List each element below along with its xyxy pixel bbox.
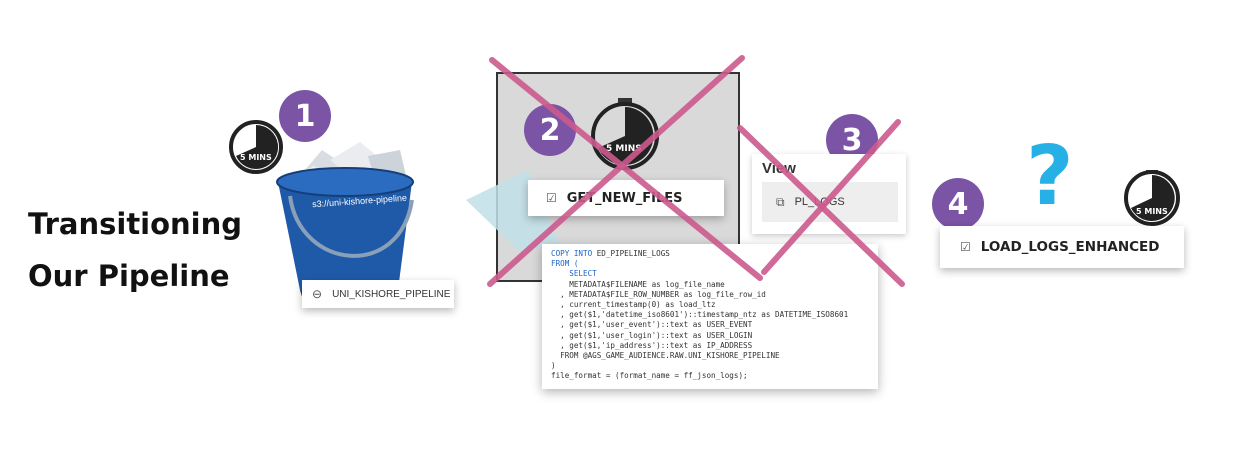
stopwatch-icon [229,120,283,174]
code-line: , get($1,'user_login')::text as USER_LOG… [551,330,753,340]
task-icon: ☑ [546,191,557,205]
code-line: ) [551,361,556,371]
view-icon: ⧉ [776,194,785,209]
bucket-body [278,182,412,290]
code-line: , get($1,'user_event')::text as USER_EVE… [551,320,753,330]
cross-line [487,55,745,287]
stage-name: UNI_KISHORE_PIPELINE [332,288,451,300]
stopwatch-icon [1124,170,1180,226]
code-line: METADATA$FILENAME as log_file_name [551,279,725,289]
title-line-2: Our Pipeline [28,259,230,293]
code-line: , METADATA$FILE_ROW_NUMBER as log_file_r… [551,289,766,299]
diagram-title: Transitioning Our Pipeline [28,198,242,302]
stage-icon: ⊖ [312,287,323,301]
bucket-rim [276,167,414,197]
task-label: LOAD_LOGS_ENHANCED [980,239,1160,255]
stage-card: ⊖ UNI_KISHORE_PIPELINE [302,280,454,308]
question-mark: ? [1026,129,1074,224]
timer-label: 5 MINS [240,153,272,162]
bucket-handle [288,195,414,258]
step-badge-2: 2 [524,104,576,156]
code-line: , get($1,'datetime_iso8601')::timestamp_… [551,310,849,320]
cross-line [761,119,901,275]
timer-label: 5 MINS [1136,207,1168,216]
code-line: FROM @AGS_GAME_AUDIENCE.RAW.UNI_KISHORE_… [551,351,780,361]
task-card-load-logs-enhanced: ☑ LOAD_LOGS_ENHANCED [940,226,1184,268]
title-line-1: Transitioning [28,207,243,241]
task-icon: ☑ [960,240,971,254]
task-card-get-new-files: ☑ GET_NEW_FILES [528,180,724,216]
code-line: , get($1,'ip_address')::text as IP_ADDRE… [551,340,753,350]
cross-line [489,57,763,281]
code-line: COPY INTO ED_PIPELINE_LOGS [551,249,670,258]
code-line: SELECT [551,269,597,279]
code-line: FROM ( [551,259,579,269]
step-badge-4: 4 [932,178,984,230]
code-line: file_format = (format_name = ff_json_log… [551,371,748,381]
timer-label: 5 MINS [606,144,642,154]
code-line: , current_timestamp(0) as load_ltz [551,300,716,310]
step-badge-1: 1 [279,90,331,142]
